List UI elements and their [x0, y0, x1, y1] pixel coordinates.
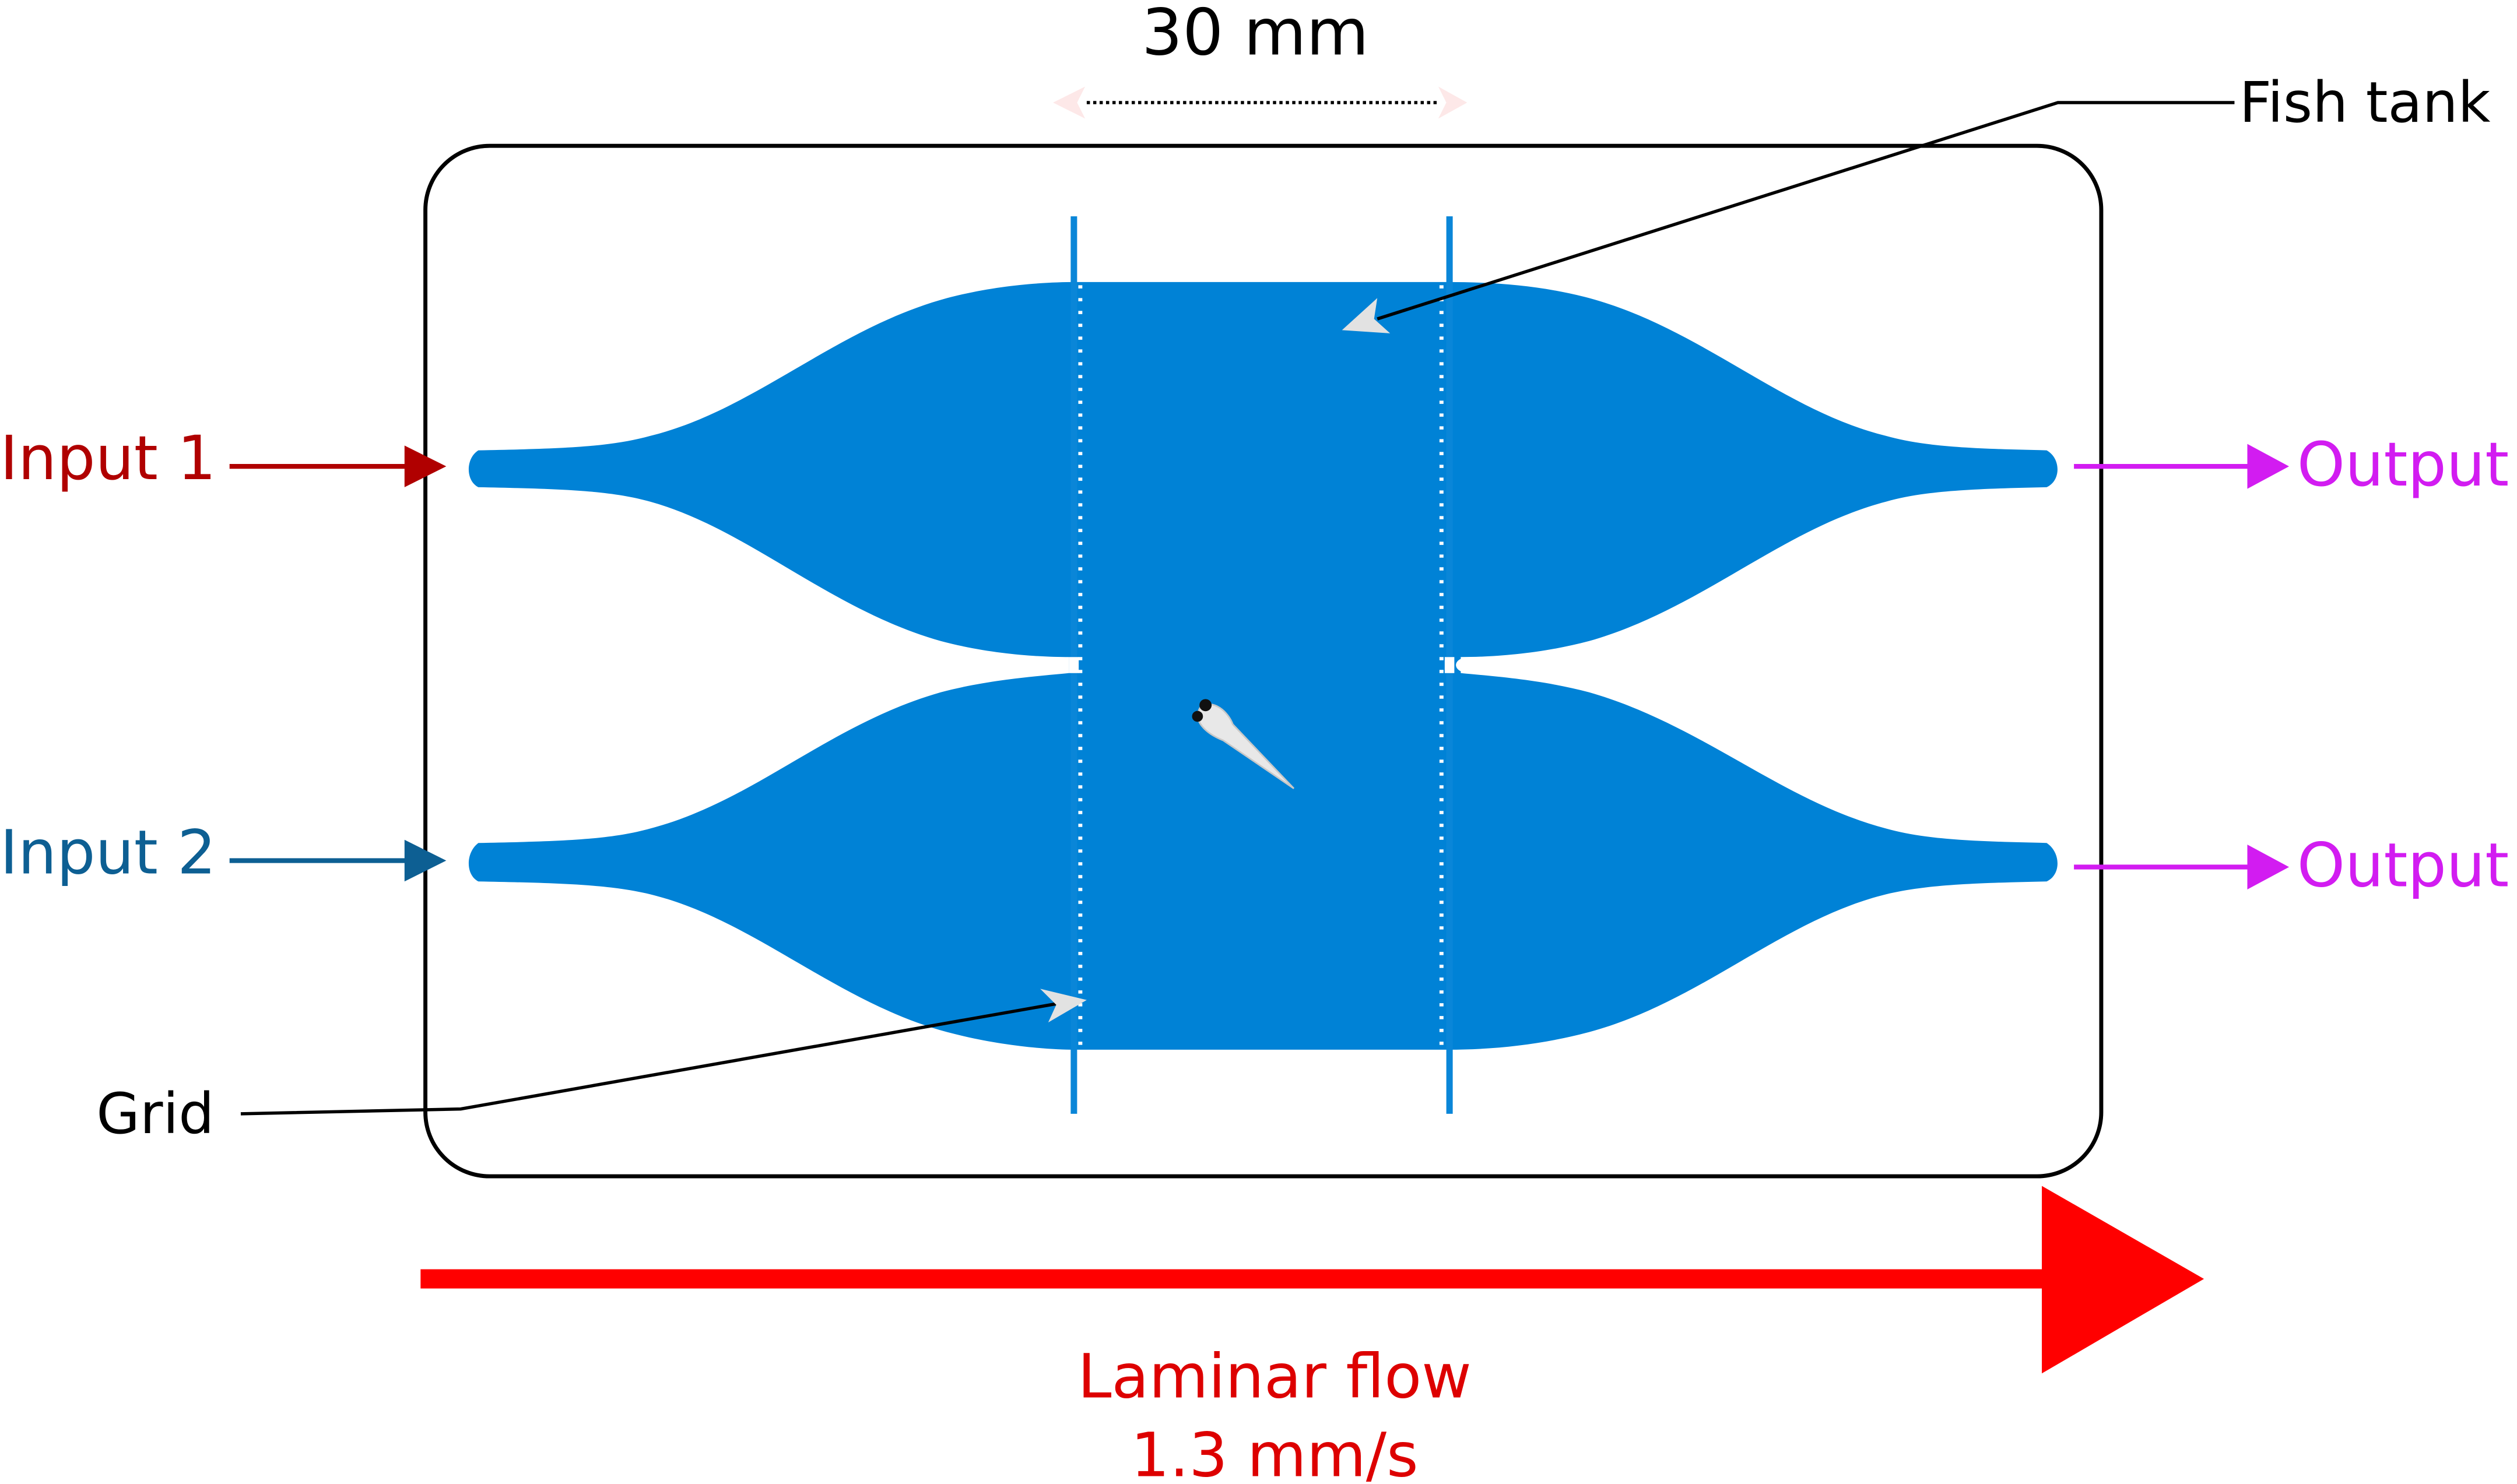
- notch-right: [1456, 657, 1470, 673]
- flow-arrow-shaft: [420, 1269, 2058, 1289]
- notch-left: [1053, 657, 1068, 673]
- channel-center-fill: [1069, 641, 1461, 705]
- output-bottom-arrow-head: [2247, 844, 2290, 889]
- grid-pointer-head: [1040, 989, 1087, 1023]
- output-bottom-label: Output: [2297, 830, 2509, 901]
- chamber-outline: [423, 143, 2104, 1179]
- input-2-label: Input 2: [0, 817, 216, 888]
- flow-label-line2: 1.3 mm/s: [1131, 1419, 1418, 1484]
- output-top-label: Output: [2297, 429, 2509, 500]
- lower-channel: [468, 673, 2058, 1050]
- grid-gap-left: [1069, 657, 1079, 673]
- dimension-arrowhead-right: [1438, 86, 1468, 119]
- flow-arrow-head: [2042, 1186, 2204, 1374]
- grid-pointer-line: [240, 1001, 1060, 1116]
- output-top-arrow-head: [2247, 444, 2290, 489]
- input-1-label: Input 1: [0, 423, 216, 494]
- flow-label-line1: Laminar flow: [1077, 1341, 1472, 1412]
- upper-channel: [468, 282, 2058, 673]
- input-2-arrow-head: [404, 839, 447, 882]
- fish-tank-pointer-line: [1377, 101, 2235, 321]
- input-1-arrow-head: [404, 445, 447, 487]
- grid-gap-right: [1444, 657, 1455, 673]
- dimension-arrowhead-left: [1053, 86, 1086, 119]
- fish-larva-icon: [1192, 699, 1295, 789]
- dimension-label: 30 mm: [1142, 0, 1369, 69]
- fish-tank-pointer-head: [1342, 298, 1391, 333]
- grid-label: Grid: [96, 1081, 214, 1147]
- fish-tank-label: Fish tank: [2239, 70, 2491, 135]
